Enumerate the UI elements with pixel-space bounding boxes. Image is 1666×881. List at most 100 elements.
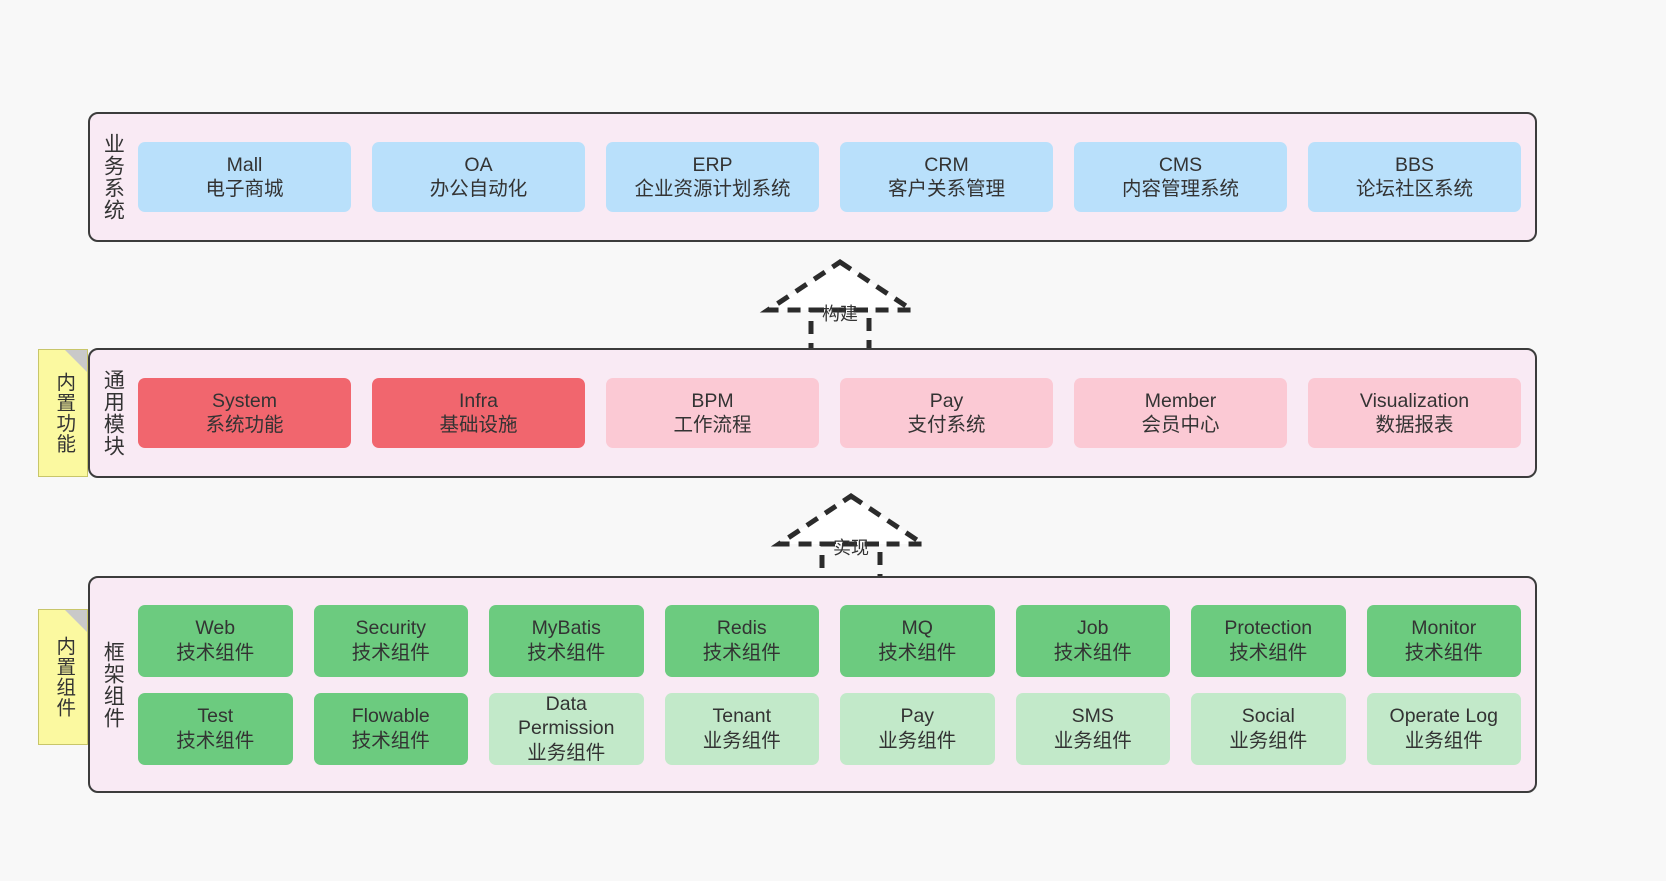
- node-infra-en: Infra: [458, 389, 499, 412]
- node-member[interactable]: Member 会员中心: [1074, 378, 1287, 448]
- node-mq-en: MQ: [901, 617, 933, 640]
- node-mybatis-cn: 技术组件: [527, 641, 606, 664]
- node-redis-cn: 技术组件: [702, 641, 781, 664]
- node-visualization[interactable]: Visualization 数据报表: [1308, 378, 1521, 448]
- node-tenant[interactable]: Tenant 业务组件: [664, 692, 819, 765]
- node-system[interactable]: System 系统功能: [138, 378, 351, 448]
- node-bbs[interactable]: BBS 论坛社区系统: [1308, 142, 1521, 212]
- node-oa[interactable]: OA 办公自动化: [372, 142, 585, 212]
- node-sms[interactable]: SMS 业务组件: [1015, 692, 1170, 765]
- node-test-en: Test: [197, 705, 234, 728]
- node-tenant-en: Tenant: [712, 705, 772, 728]
- node-operate-log-cn: 业务组件: [1404, 729, 1483, 752]
- layer-business-systems-row: Mall 电子商城 OA 办公自动化 ERP 企业资源计划系统 CRM 客户关系…: [138, 142, 1521, 212]
- node-erp-en: ERP: [692, 153, 733, 176]
- node-mall[interactable]: Mall 电子商城: [138, 142, 351, 212]
- node-operate-log-en: Operate Log: [1389, 705, 1498, 728]
- node-data-permission-en: Data Permission: [518, 692, 615, 740]
- node-protection-en: Protection: [1224, 617, 1313, 640]
- node-data-permission[interactable]: Data Permission 业务组件: [489, 692, 644, 765]
- node-oa-en: OA: [464, 153, 493, 176]
- node-bpm-cn: 工作流程: [673, 414, 752, 436]
- node-crm[interactable]: CRM 客户关系管理: [840, 142, 1053, 212]
- node-social-en: Social: [1241, 705, 1295, 728]
- layer-business-systems-body: Mall 电子商城 OA 办公自动化 ERP 企业资源计划系统 CRM 客户关系…: [134, 114, 1535, 240]
- node-mall-cn: 电子商城: [205, 178, 284, 200]
- node-mybatis[interactable]: MyBatis 技术组件: [489, 604, 644, 677]
- node-erp[interactable]: ERP 企业资源计划系统: [606, 142, 819, 212]
- node-web-cn: 技术组件: [176, 641, 255, 664]
- node-crm-en: CRM: [924, 153, 969, 176]
- layer-common-modules-body: System 系统功能 Infra 基础设施 BPM 工作流程 Pay 支付系统…: [134, 350, 1535, 476]
- node-protection-cn: 技术组件: [1229, 641, 1308, 664]
- node-pay-module[interactable]: Pay 支付系统: [840, 378, 1053, 448]
- node-web-en: Web: [195, 617, 236, 640]
- note-builtin-feature: 内置功能: [38, 349, 88, 477]
- note-builtin-component: 内置组件: [38, 609, 88, 745]
- layer-common-modules-row: System 系统功能 Infra 基础设施 BPM 工作流程 Pay 支付系统…: [138, 378, 1521, 448]
- node-operate-log[interactable]: Operate Log 业务组件: [1366, 692, 1521, 765]
- node-pay-module-cn: 支付系统: [907, 414, 986, 436]
- node-system-en: System: [211, 389, 277, 412]
- node-member-en: Member: [1144, 389, 1217, 412]
- layer-business-systems: 业务系统 Mall 电子商城 OA 办公自动化 ERP 企业资源计划系统 CRM…: [88, 112, 1537, 242]
- node-sms-cn: 业务组件: [1053, 729, 1132, 752]
- node-tenant-cn: 业务组件: [702, 729, 781, 752]
- connector-implement: 实现: [770, 492, 932, 589]
- layer-framework-components: 框架组件 Web 技术组件 Security 技术组件 MyBatis 技术组件…: [88, 576, 1537, 793]
- node-redis[interactable]: Redis 技术组件: [664, 604, 819, 677]
- layer-common-modules-title: 通用模块: [101, 369, 125, 457]
- layer-business-systems-title: 业务系统: [101, 133, 125, 221]
- node-redis-en: Redis: [716, 617, 767, 640]
- node-social-cn: 业务组件: [1229, 729, 1308, 752]
- node-web[interactable]: Web 技术组件: [138, 604, 293, 677]
- node-monitor-en: Monitor: [1411, 617, 1477, 640]
- node-security-en: Security: [355, 617, 426, 640]
- node-cms-cn: 内容管理系统: [1121, 178, 1239, 200]
- node-bpm-en: BPM: [691, 389, 734, 412]
- node-mq[interactable]: MQ 技术组件: [840, 604, 995, 677]
- node-mall-en: Mall: [226, 153, 263, 176]
- node-infra-cn: 基础设施: [439, 414, 518, 436]
- node-monitor-cn: 技术组件: [1404, 641, 1483, 664]
- layer-framework-components-row-business: Test 技术组件 Flowable 技术组件 Data Permission …: [138, 692, 1521, 765]
- node-security-cn: 技术组件: [351, 641, 430, 664]
- layer-framework-components-title: 框架组件: [101, 640, 125, 729]
- node-pay-component[interactable]: Pay 业务组件: [840, 692, 995, 765]
- node-test-cn: 技术组件: [176, 729, 255, 752]
- node-flowable[interactable]: Flowable 技术组件: [313, 692, 468, 765]
- node-infra[interactable]: Infra 基础设施: [372, 378, 585, 448]
- connector-build-label: 构建: [822, 304, 858, 324]
- node-cms[interactable]: CMS 内容管理系统: [1074, 142, 1287, 212]
- node-pay-component-cn: 业务组件: [878, 729, 957, 752]
- node-mq-cn: 技术组件: [878, 641, 957, 664]
- layer-framework-components-body: Web 技术组件 Security 技术组件 MyBatis 技术组件 Redi…: [134, 578, 1535, 791]
- node-monitor[interactable]: Monitor 技术组件: [1366, 604, 1521, 677]
- node-erp-cn: 企业资源计划系统: [634, 178, 791, 200]
- node-visualization-cn: 数据报表: [1375, 414, 1454, 436]
- connector-build: 构建: [759, 258, 921, 355]
- node-bbs-cn: 论坛社区系统: [1355, 178, 1473, 200]
- connector-stem-icon: [819, 541, 883, 589]
- node-cms-en: CMS: [1158, 153, 1203, 176]
- node-social[interactable]: Social 业务组件: [1191, 692, 1346, 765]
- node-oa-cn: 办公自动化: [429, 178, 528, 200]
- node-crm-cn: 客户关系管理: [887, 178, 1005, 200]
- node-protection[interactable]: Protection 技术组件: [1191, 604, 1346, 677]
- node-job-en: Job: [1077, 617, 1109, 640]
- node-bbs-en: BBS: [1394, 153, 1435, 176]
- node-data-permission-cn: 业务组件: [527, 741, 606, 764]
- node-mybatis-en: MyBatis: [531, 617, 601, 640]
- node-job[interactable]: Job 技术组件: [1015, 604, 1170, 677]
- node-flowable-cn: 技术组件: [351, 729, 430, 752]
- note-builtin-component-label: 内置组件: [52, 636, 75, 718]
- node-member-cn: 会员中心: [1141, 414, 1220, 436]
- node-bpm[interactable]: BPM 工作流程: [606, 378, 819, 448]
- node-security[interactable]: Security 技术组件: [313, 604, 468, 677]
- connector-implement-label: 实现: [833, 538, 869, 558]
- node-pay-module-en: Pay: [929, 389, 964, 412]
- node-pay-component-en: Pay: [900, 705, 935, 728]
- node-sms-en: SMS: [1071, 705, 1114, 728]
- node-test[interactable]: Test 技术组件: [138, 692, 293, 765]
